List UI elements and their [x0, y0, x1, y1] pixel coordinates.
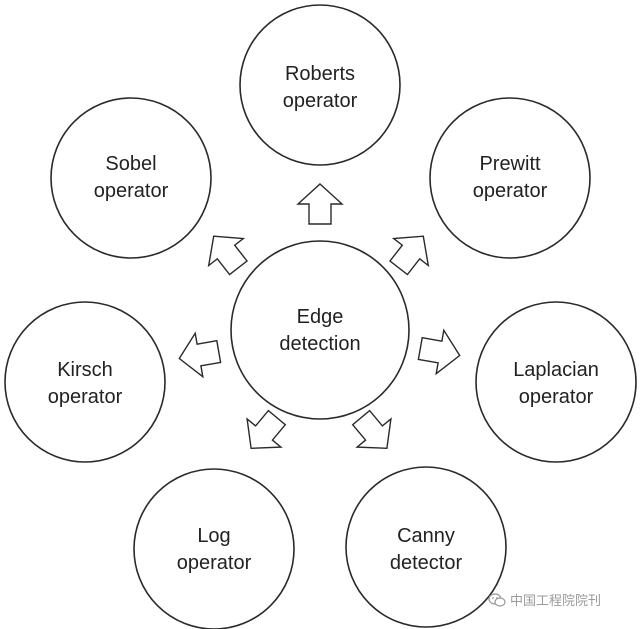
node-canny-label-line1: Canny [397, 525, 455, 547]
node-log: Log operator [133, 468, 295, 629]
node-laplacian-label-line2: operator [519, 386, 594, 408]
node-kirsch-label-line2: operator [48, 386, 123, 408]
node-kirsch-circle [4, 301, 166, 463]
node-laplacian-circle [475, 301, 637, 463]
arrow-to-roberts [296, 183, 344, 225]
node-sobel-label-line2: operator [94, 180, 169, 202]
node-prewitt: Prewitt operator [429, 97, 591, 259]
node-log-label-line2: operator [177, 552, 252, 574]
arrow-to-canny [351, 409, 392, 450]
center-label-line1: Edge [297, 306, 344, 328]
center-node: Edge detection [230, 240, 410, 420]
node-roberts-label-line1: Roberts [285, 63, 355, 85]
node-laplacian: Laplacian operator [475, 301, 637, 463]
center-circle [230, 240, 410, 420]
arrows-group [178, 183, 461, 450]
node-sobel: Sobel operator [50, 97, 212, 259]
node-kirsch: Kirsch operator [4, 301, 166, 463]
node-log-label-line1: Log [197, 525, 230, 547]
center-label-line2: detection [279, 333, 360, 355]
node-kirsch-label-line1: Kirsch [57, 359, 113, 381]
node-canny: Canny detector [345, 466, 507, 628]
node-laplacian-label-line1: Laplacian [513, 359, 599, 381]
node-canny-circle [345, 466, 507, 628]
node-prewitt-label-line2: operator [473, 180, 548, 202]
wechat-icon [488, 592, 506, 607]
arrow-to-laplacian [417, 328, 461, 376]
watermark: 中国工程院院刊 [488, 590, 601, 609]
node-roberts: Roberts operator [239, 4, 401, 166]
arrow-to-sobel [207, 235, 248, 276]
node-log-circle [133, 468, 295, 629]
arrow-to-log [246, 409, 287, 450]
arrow-to-kirsch [178, 331, 222, 379]
node-prewitt-label-line1: Prewitt [479, 153, 541, 175]
node-roberts-circle [239, 4, 401, 166]
node-canny-label-line2: detector [390, 552, 463, 574]
arrow-to-prewitt [389, 235, 430, 276]
watermark-text: 中国工程院院刊 [510, 594, 602, 609]
node-sobel-circle [50, 97, 212, 259]
node-sobel-label-line1: Sobel [105, 153, 156, 175]
node-roberts-label-line2: operator [283, 90, 358, 112]
node-prewitt-circle [429, 97, 591, 259]
